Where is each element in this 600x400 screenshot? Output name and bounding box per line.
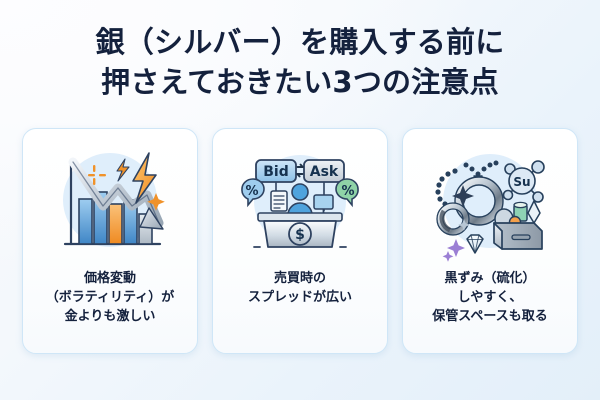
- cards-row: 価格変動 （ボラティリティ）が 金よりも激しい: [22, 128, 578, 354]
- tarnished-silver-jewelry-storage-icon: Su: [426, 143, 554, 265]
- percent-right-label: %: [341, 184, 354, 199]
- ask-label: Ask: [310, 164, 339, 180]
- caption-line-1: 価格変動: [83, 271, 136, 286]
- card-bid-ask-spread[interactable]: Bid Ask % %: [212, 128, 388, 354]
- currency-label: $: [295, 227, 305, 243]
- title-line-1: 銀（シルバー）を購入する前に: [95, 25, 505, 59]
- card-tarnish-and-storage[interactable]: Su: [402, 128, 578, 354]
- caption-line-3: 保管スペースも取る: [432, 309, 548, 324]
- caption-line-2: （ボラティリティ）が: [45, 290, 175, 305]
- card-caption: 黒ずみ（硫化） しやすく、 保管スペースも取る: [406, 269, 574, 326]
- declining-bar-chart-with-lightning-icon: [46, 143, 174, 265]
- title-line-2: 押さえておきたい3つの注意点: [101, 65, 499, 99]
- molecule-label: Su: [513, 175, 530, 189]
- caption-line-1: 売買時の: [273, 271, 326, 286]
- bid-ask-trading-counter-icon: Bid Ask % %: [236, 143, 364, 265]
- percent-left-label: %: [245, 184, 258, 199]
- caption-line-1: 黒ずみ（硫化）: [444, 271, 536, 286]
- caption-line-3: 金よりも激しい: [64, 309, 156, 324]
- caption-line-2: しやすく、: [457, 290, 523, 305]
- bid-label: Bid: [263, 164, 289, 180]
- card-price-volatility[interactable]: 価格変動 （ボラティリティ）が 金よりも激しい: [22, 128, 198, 354]
- card-caption: 価格変動 （ボラティリティ）が 金よりも激しい: [26, 269, 194, 326]
- caption-line-2: スプレッドが広い: [247, 290, 352, 305]
- card-caption: 売買時の スプレッドが広い: [216, 269, 384, 307]
- page-title: 銀（シルバー）を購入する前に 押さえておきたい3つの注意点: [0, 22, 600, 102]
